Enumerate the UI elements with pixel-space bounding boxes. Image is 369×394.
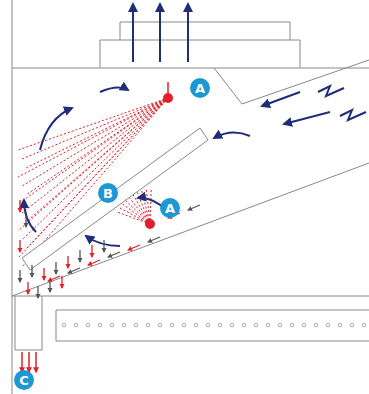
callout-circle: A <box>190 78 210 98</box>
hole <box>314 323 318 327</box>
settling-arrow <box>31 265 32 277</box>
hole <box>290 323 294 327</box>
flow-arrows <box>24 4 330 246</box>
hole <box>98 323 102 327</box>
settling-arrow <box>91 245 92 257</box>
settling-arrow <box>43 268 44 280</box>
hole <box>62 323 66 327</box>
ray <box>18 98 168 204</box>
hole <box>338 323 342 327</box>
hole <box>146 323 150 327</box>
hole <box>74 323 78 327</box>
ray <box>118 212 150 224</box>
callout-letter: A <box>195 82 205 95</box>
ray <box>26 98 168 168</box>
hole <box>326 323 330 327</box>
ray <box>150 190 151 224</box>
outlet-arrows <box>22 352 36 372</box>
settling-arrow <box>103 240 104 252</box>
callout-circle: C <box>14 370 34 390</box>
hole <box>350 323 354 327</box>
source-dot <box>163 93 173 103</box>
settling-arrow <box>25 215 26 227</box>
radiation-symbols <box>318 86 366 120</box>
settling-arrow <box>19 200 20 212</box>
hole <box>278 323 282 327</box>
slide-arrow <box>148 237 160 242</box>
slide-arrow <box>48 276 60 281</box>
callout-circle: A <box>160 198 180 218</box>
ray <box>126 200 150 224</box>
settling-arrow <box>79 250 80 262</box>
settling-arrow <box>37 286 38 298</box>
callout-letter: A <box>165 202 175 215</box>
settling-arrow <box>27 282 28 294</box>
housing <box>12 0 369 394</box>
hole <box>206 323 210 327</box>
hole <box>362 323 366 327</box>
settling-arrow <box>49 280 50 292</box>
settling-arrow <box>67 256 68 268</box>
slide-arrow <box>188 205 200 210</box>
hole <box>194 323 198 327</box>
lamella-plate <box>22 128 208 270</box>
ray <box>146 190 150 224</box>
callout-circle: B <box>98 183 118 203</box>
ray <box>18 98 168 150</box>
settling-arrow <box>61 276 62 288</box>
slide-arrow <box>128 245 140 250</box>
hole <box>302 323 306 327</box>
hole <box>266 323 270 327</box>
hole <box>218 323 222 327</box>
slide-arrow <box>108 252 120 257</box>
hole <box>86 323 90 327</box>
hole <box>110 323 114 327</box>
hole <box>254 323 258 327</box>
settling-arrow <box>19 270 20 282</box>
callout-letter: C <box>19 374 29 387</box>
ray <box>22 98 168 213</box>
callout-letter: B <box>103 187 113 200</box>
hole <box>134 323 138 327</box>
hole <box>158 323 162 327</box>
source-stem <box>167 82 169 93</box>
slide-arrow <box>88 260 100 265</box>
source-dot <box>145 219 155 229</box>
hole <box>122 323 126 327</box>
settling-arrow <box>55 262 56 274</box>
hole <box>170 323 174 327</box>
rail-holes <box>62 323 366 327</box>
hole <box>242 323 246 327</box>
settling-arrow <box>19 240 20 252</box>
hole <box>182 323 186 327</box>
ray <box>142 191 150 224</box>
slide-arrow <box>68 268 80 273</box>
hole <box>230 323 234 327</box>
